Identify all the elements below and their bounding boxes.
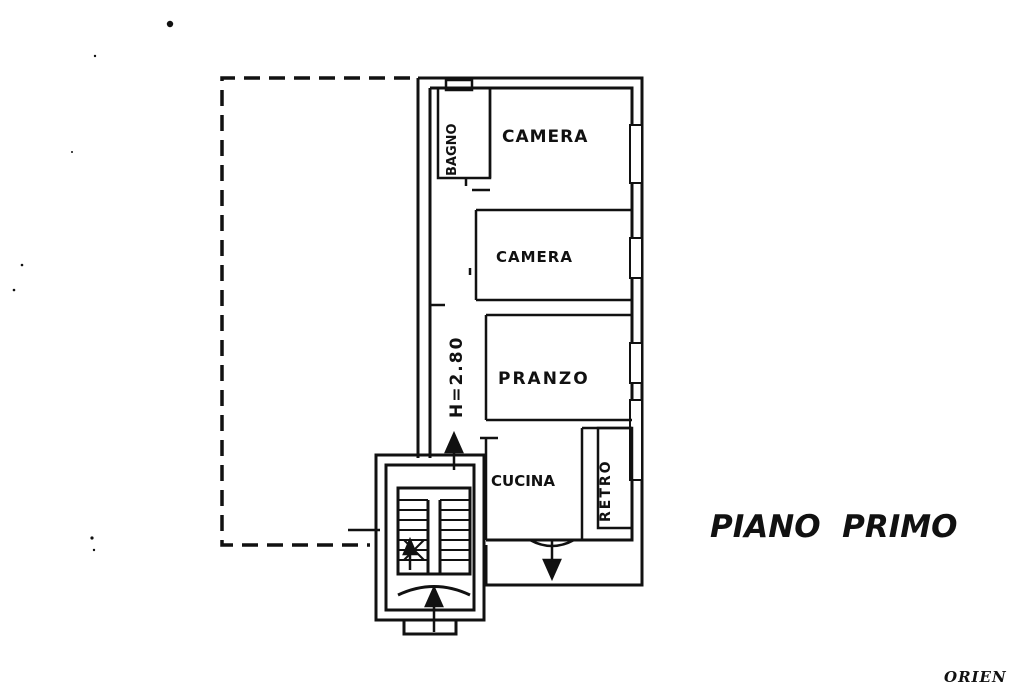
terrace-dashed-outline xyxy=(220,76,410,547)
room-label-retro: RETRO xyxy=(598,459,614,522)
room-cucina xyxy=(484,426,634,540)
entry-arrow-up xyxy=(424,584,444,632)
window-marks xyxy=(629,124,643,481)
ceiling-height-note: H=2.80 xyxy=(447,336,467,418)
scan-specks xyxy=(12,20,174,552)
room-label-camera-1: CAMERA xyxy=(502,127,588,147)
exit-arrow-down xyxy=(529,538,575,582)
room-label-bagno: BAGNO xyxy=(445,123,460,176)
room-camera-2 xyxy=(468,210,632,302)
orientation-label: ORIEN xyxy=(944,668,1007,682)
room-pranzo xyxy=(484,313,632,422)
corridor-arrow-up xyxy=(444,430,464,470)
room-label-camera-2: CAMERA xyxy=(496,248,573,266)
plan-title: PIANO PRIMO xyxy=(710,509,957,545)
corridor-marks xyxy=(430,303,498,440)
stair-arrow-up xyxy=(402,536,418,570)
room-label-pranzo: PRANZO xyxy=(498,369,590,389)
room-camera-1 xyxy=(476,88,632,212)
room-label-cucina: CUCINA xyxy=(491,472,555,490)
